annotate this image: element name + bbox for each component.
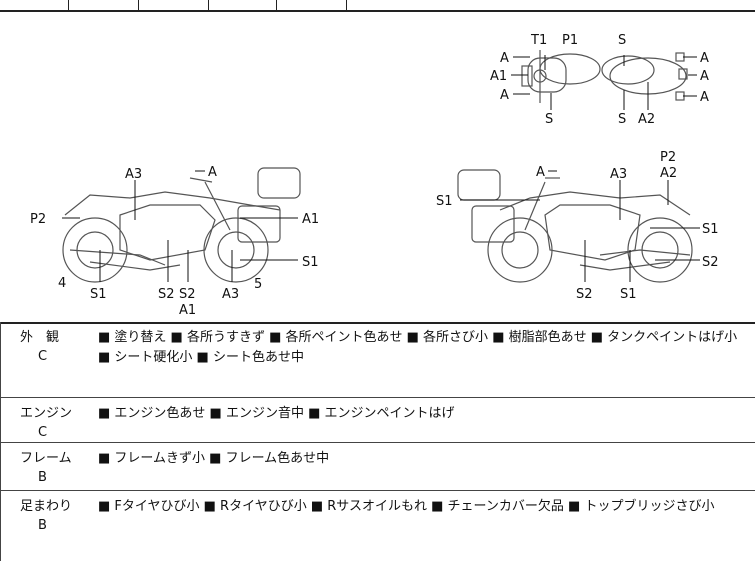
label-right-4: S1	[436, 194, 453, 209]
label-top-0: T1	[530, 33, 547, 48]
label-top-7: S	[618, 112, 626, 127]
grade-label: B	[38, 470, 47, 485]
condition-items: ■ 塗り替え ■ 各所うすきず ■ 各所ペイント色あせ ■ 各所さび小 ■ 樹脂…	[98, 330, 738, 365]
label-top-6: S	[545, 112, 553, 127]
label-top-5: A	[500, 88, 509, 103]
label-left-5: 4	[58, 276, 66, 291]
label-right-1: P2	[660, 150, 676, 165]
motorcycle-diagram: T1 P1 S A A1 A S S A2 A A A A A3 P2 A1 S…	[30, 33, 719, 318]
label-left-7: S2	[158, 287, 175, 302]
grade-label: C	[38, 349, 48, 364]
label-left-3: A1	[302, 212, 319, 227]
category-label: エンジン	[20, 406, 73, 421]
label-right-8: S1	[620, 287, 637, 302]
category-label: 足まわり	[20, 499, 73, 514]
condition-row-exterior: 外 観 C ■ 塗り替え ■ 各所うすきず ■ 各所ペイント色あせ ■ 各所さび…	[0, 322, 755, 398]
label-top-11: A	[700, 90, 709, 105]
label-right-7: S2	[576, 287, 593, 302]
left-border	[0, 322, 1, 561]
label-right-6: S2	[702, 255, 719, 270]
grade-label: C	[38, 425, 48, 440]
label-left-8: S2	[179, 287, 196, 302]
label-top-3: A	[500, 51, 509, 66]
label-left-2: P2	[30, 212, 46, 227]
motorcycle-right-view	[457, 169, 693, 283]
table-header-strip	[0, 0, 755, 12]
condition-row-engine: エンジン C ■ エンジン色あせ ■ エンジン音中 ■ エンジンペイントはげ	[0, 398, 755, 443]
label-left-1: A3	[125, 167, 142, 182]
damage-diagram: T1 P1 S A A1 A S S A2 A A A A A3 P2 A1 S…	[0, 10, 755, 324]
label-top-1: P1	[562, 33, 578, 48]
condition-items: ■ フレームきず小 ■ フレーム色あせ中	[98, 451, 330, 466]
label-left-11: 5	[254, 277, 262, 292]
diagram-callouts: T1 P1 S A A1 A S S A2 A A A A A3 P2 A1 S…	[30, 33, 719, 318]
label-right-3: A3	[610, 167, 627, 182]
condition-row-suspension: 足まわり B ■ Fタイヤひび小 ■ Rタイヤひび小 ■ Rサスオイルもれ ■ …	[0, 491, 755, 560]
label-right-5: S1	[702, 222, 719, 237]
condition-row-frame: フレーム B ■ フレームきず小 ■ フレーム色あせ中	[0, 443, 755, 491]
label-right-0: A	[536, 165, 545, 180]
label-left-4: S1	[302, 255, 319, 270]
label-top-8: A2	[638, 112, 655, 127]
motorcycle-top-view	[521, 50, 688, 103]
label-right-2: A2	[660, 166, 677, 181]
label-left-9: A1	[179, 303, 196, 318]
category-label: 外 観	[20, 330, 60, 345]
label-left-10: A3	[222, 287, 239, 302]
label-top-4: A1	[490, 69, 507, 84]
label-top-9: A	[700, 51, 709, 66]
condition-items: ■ Fタイヤひび小 ■ Rタイヤひび小 ■ Rサスオイルもれ ■ チェーンカバー…	[98, 499, 715, 514]
grade-label: B	[38, 518, 47, 533]
label-left-0: A	[208, 165, 217, 180]
condition-items: ■ エンジン色あせ ■ エンジン音中 ■ エンジンペイントはげ	[98, 406, 455, 421]
label-left-6: S1	[90, 287, 107, 302]
label-top-10: A	[700, 69, 709, 84]
category-label: フレーム	[20, 451, 72, 466]
label-top-2: S	[618, 33, 626, 48]
motorcycle-left-view	[62, 167, 301, 283]
